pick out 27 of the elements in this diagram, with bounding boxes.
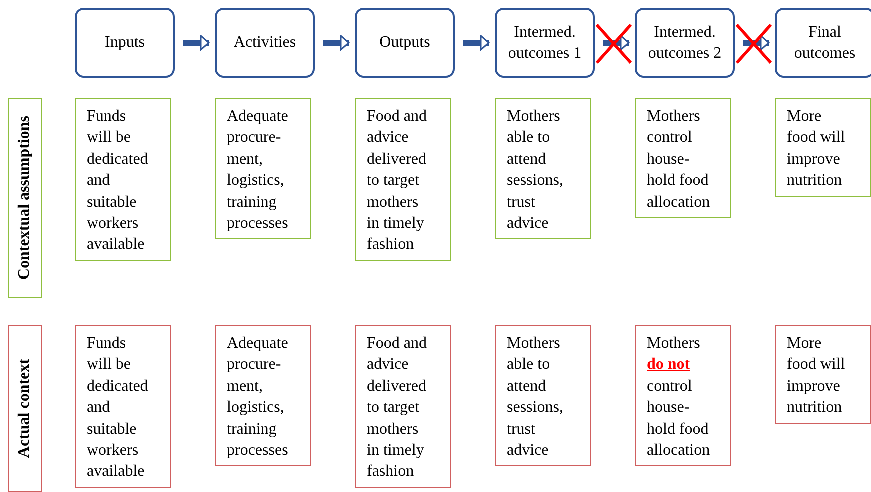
assumption-box: Funds will be dedicated and suitable workers available: [75, 98, 171, 261]
arrow: [463, 35, 490, 51]
stage-box: Intermed. outcomes 2: [635, 8, 735, 78]
stage-box: Intermed. outcomes 1: [495, 8, 595, 78]
row-header-text: Actual context: [15, 358, 34, 458]
context-box: Food and advice delivered to target mothers in timely fashion: [355, 325, 451, 488]
stage-box: Outputs: [355, 8, 455, 78]
context-box: Funds will be dedicated and suitable workers available: [75, 325, 171, 488]
context-box: Adequate procure- ment, logistics, training processes: [215, 325, 311, 466]
arrow: [183, 35, 210, 51]
arrow: [603, 35, 630, 51]
stage-box: Activities: [215, 8, 315, 78]
arrow: [743, 35, 770, 51]
assumption-box: Adequate procure- ment, logistics, training processes: [215, 98, 311, 240]
arrow: [323, 35, 350, 51]
context-box: More food will improve nutrition: [775, 325, 871, 424]
context-box: Mothers do not control house- hold food allocation: [635, 325, 731, 466]
assumption-box: Mothers control house- hold food allocation: [635, 98, 731, 218]
assumption-box: More food will improve nutrition: [775, 98, 871, 197]
stage-box: Inputs: [75, 8, 175, 78]
assumption-box: Mothers able to attend sessions, trust advice: [495, 98, 591, 240]
row-header-box: [8, 325, 42, 492]
context-box: Mothers able to attend sessions, trust advice: [495, 325, 591, 466]
assumption-box: Food and advice delivered to target mothers in timely fashion: [355, 98, 451, 261]
row-header-box: [8, 98, 42, 298]
row-header-text: Contextual assumptions: [15, 116, 34, 280]
stage-box: Final outcomes: [775, 8, 871, 78]
